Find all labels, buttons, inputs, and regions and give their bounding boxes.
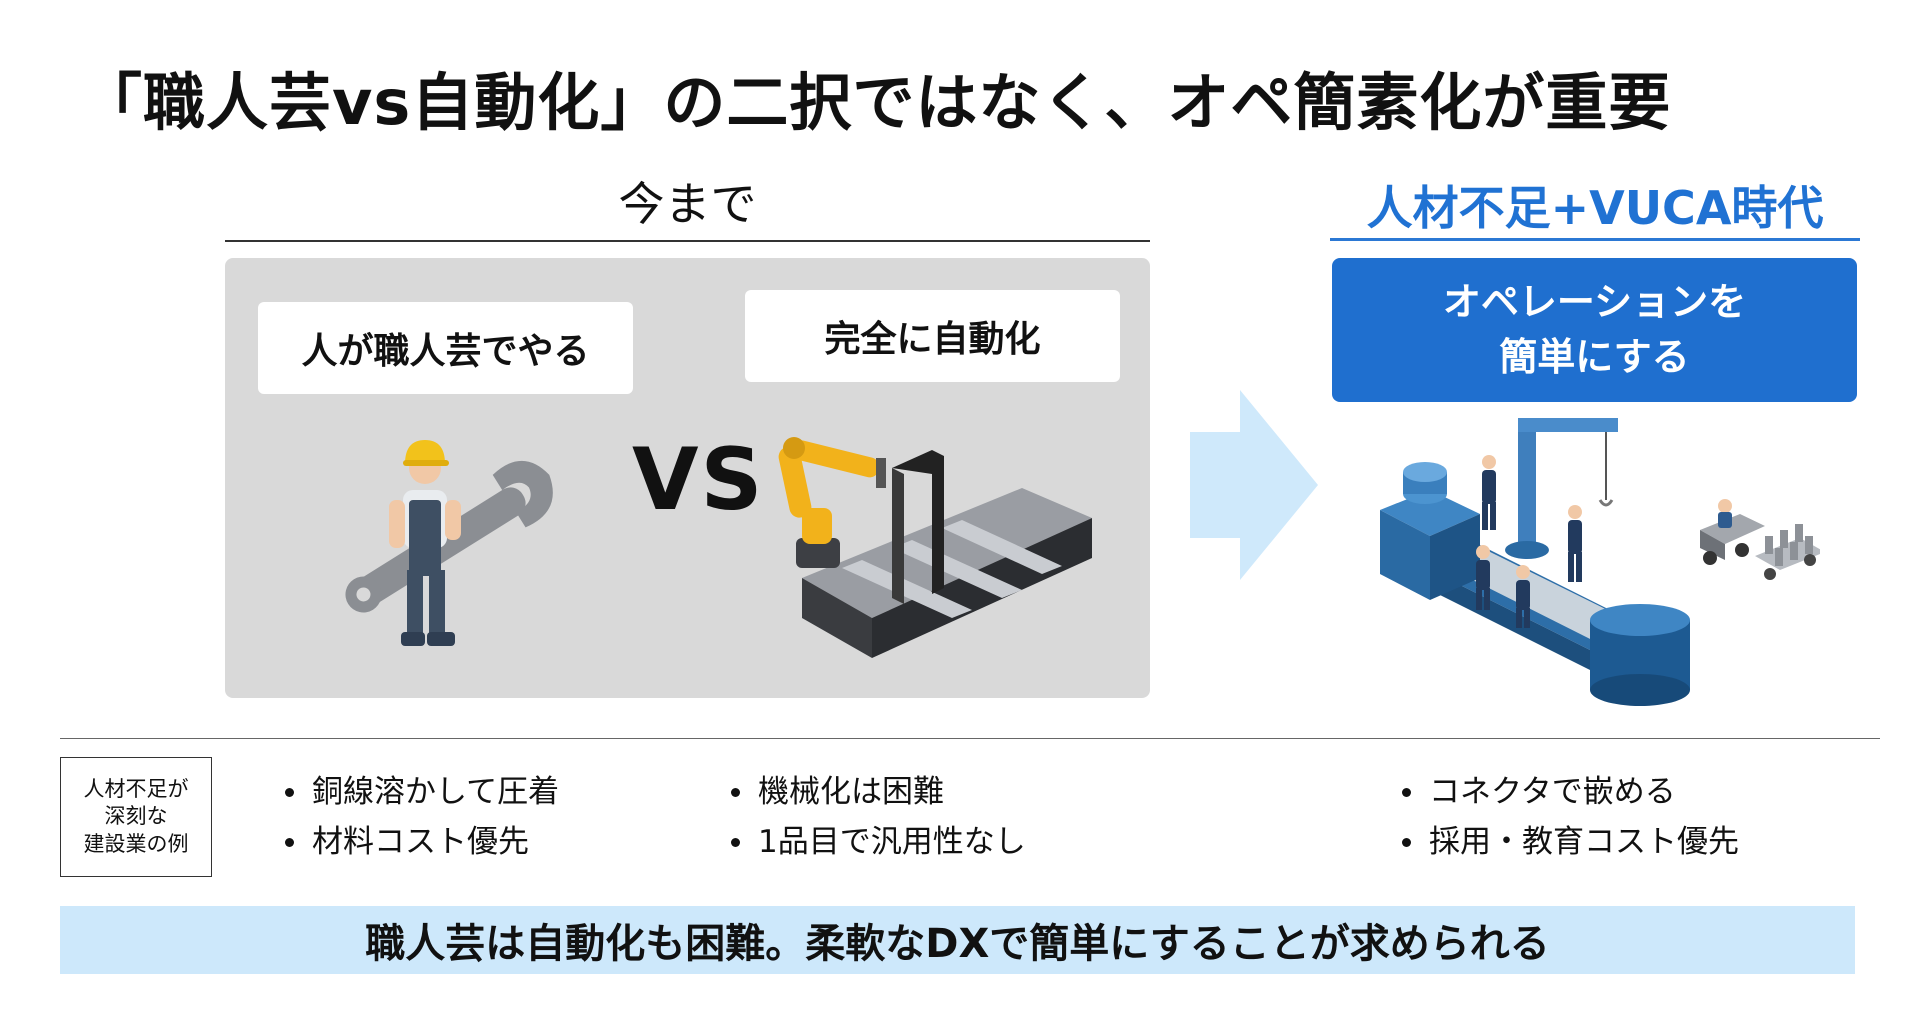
list-item: コネクタで嵌める bbox=[1402, 767, 1739, 817]
example-line2: 深刻な bbox=[104, 804, 168, 829]
before-underline bbox=[225, 240, 1150, 242]
bullet-dot bbox=[731, 787, 740, 797]
robot-arm-assembly-line-icon bbox=[778, 437, 1092, 658]
list-item: 採用・教育コスト優先 bbox=[1402, 817, 1739, 867]
example-line1: 人材不足が bbox=[83, 777, 189, 802]
craft-example-list: 銅線溶かして圧着 材料コスト優先 bbox=[285, 767, 559, 867]
before-heading: 今まで bbox=[618, 177, 757, 231]
simplify-example-list: コネクタで嵌める 採用・教育コスト優先 bbox=[1402, 767, 1739, 867]
craft-label: 人が職人芸でやる bbox=[258, 302, 633, 394]
bullet-dot bbox=[1402, 787, 1411, 797]
bullet-dot bbox=[1402, 837, 1411, 847]
bullet-dot bbox=[731, 837, 740, 847]
after-underline bbox=[1330, 238, 1860, 241]
automation-example-list: 機械化は困難 1品目で汎用性なし bbox=[731, 767, 1026, 867]
example-label-box: 人材不足が 深刻な 建設業の例 bbox=[60, 757, 212, 877]
after-heading: 人材不足+VUCA時代 bbox=[1366, 181, 1824, 235]
right-arrow-icon bbox=[1190, 390, 1318, 580]
vs-text: VS bbox=[632, 430, 765, 530]
page-title: 「職人芸vs自動化」の二択ではなく、オペ簡素化が重要 bbox=[80, 66, 1672, 139]
simplify-operation-box: オペレーションを 簡単にする bbox=[1332, 258, 1857, 402]
bullet-dot bbox=[285, 837, 294, 847]
example-line3: 建設業の例 bbox=[83, 831, 189, 856]
list-item: 1品目で汎用性なし bbox=[731, 817, 1026, 867]
conclusion-banner: 職人芸は自動化も困難。柔軟なDXで簡単にすることが求められる bbox=[60, 906, 1855, 974]
list-item: 材料コスト優先 bbox=[285, 817, 559, 867]
simplify-line2: 簡単にする bbox=[1499, 335, 1690, 379]
list-item: 機械化は困難 bbox=[731, 767, 1026, 817]
team-factory-line-icon bbox=[1380, 418, 1820, 706]
automation-label: 完全に自動化 bbox=[745, 290, 1120, 382]
worker-with-wrench-icon bbox=[345, 440, 553, 646]
section-divider bbox=[60, 738, 1880, 739]
simplify-line1: オペレーションを bbox=[1442, 279, 1747, 324]
bullet-dot bbox=[285, 787, 294, 797]
list-item: 銅線溶かして圧着 bbox=[285, 767, 559, 817]
